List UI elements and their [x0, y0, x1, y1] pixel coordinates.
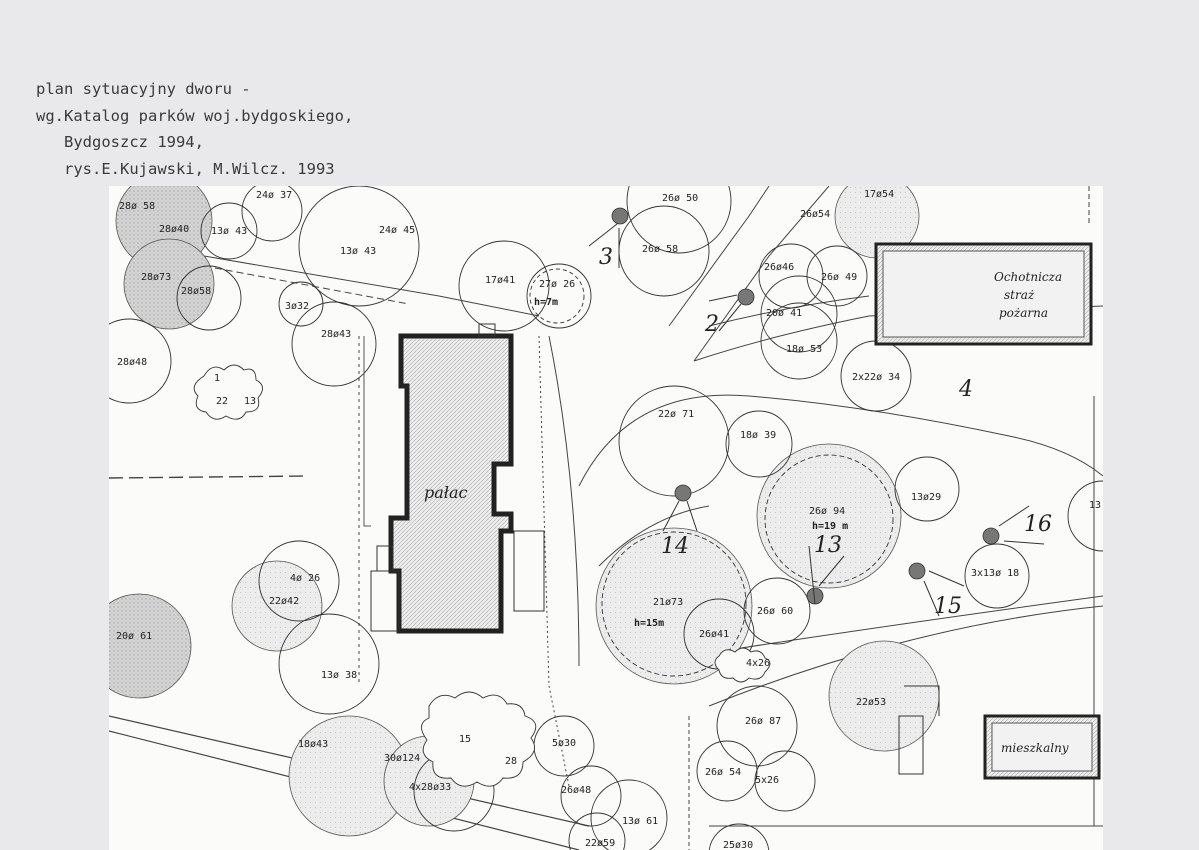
tree-label: 28 [505, 756, 517, 767]
tree-label: 18ø 39 [740, 430, 776, 441]
caption-line: plan sytuacyjny dworu - [36, 80, 251, 98]
tree-label: 13ø 43 [340, 246, 376, 257]
fire-station-label-2: straż [1004, 288, 1035, 302]
tree-label: 13 [1089, 500, 1101, 511]
marker-14: 14 [661, 534, 689, 559]
tree-label: 22ø59 [585, 838, 615, 849]
tree-label: 13ø 43 [211, 226, 247, 237]
marker-13: 13 [814, 533, 842, 558]
tree-label: 22ø53 [856, 697, 886, 708]
tree-label: 27ø 26 [539, 279, 575, 290]
tree-label: 22ø42 [269, 596, 299, 607]
tree-label: 3ø32 [285, 301, 309, 312]
tree-label: 4x28ø33 [409, 782, 451, 793]
fire-station-label-3: pożarna [999, 306, 1048, 320]
tree-label: 18ø43 [298, 739, 328, 750]
residential-label: mieszkalny [1001, 741, 1069, 755]
tree-label: 21ø73 [653, 597, 683, 608]
tree-label: 5x26 [755, 775, 779, 786]
tree-label: 17ø54 [864, 189, 894, 200]
tree-label: 26ø 58 [642, 244, 678, 255]
caption-line: rys.E.Kujawski, M.Wilcz. 1993 [36, 159, 335, 178]
tree-label: 28ø73 [141, 272, 171, 283]
tree-label: 28ø40 [159, 224, 189, 235]
map-caption: plan sytuacyjny dworu - wg.Katalog parkó… [36, 76, 353, 182]
shrubs [193, 364, 771, 787]
tree-label: 26ø 94 [809, 506, 845, 517]
tree-label: 20ø 61 [116, 631, 152, 642]
caption-line: Bydgoszcz 1994, [36, 133, 204, 151]
tree-label: 25ø30 [723, 840, 753, 850]
marked-trees [611, 207, 1000, 605]
site-plan-sheet: pałac Ochotnicza straż pożarna mieszkaln… [109, 186, 1103, 850]
tree-label: 18ø 53 [786, 344, 822, 355]
tree-label: 28ø58 [181, 286, 211, 297]
fire-station-label-1: Ochotnicza [994, 270, 1062, 284]
tree-label: 13 [244, 396, 256, 407]
tree-label: 26ø54 [800, 209, 830, 220]
tree-label: h=15m [634, 618, 664, 629]
caption-line: wg.Katalog parków woj.bydgoskiego, [36, 106, 354, 125]
tree-label: 26ø 50 [662, 193, 698, 204]
marker-15: 15 [934, 594, 962, 619]
tree-label: 26ø 87 [745, 716, 781, 727]
tree-label: 26ø 54 [705, 767, 741, 778]
tree-crowns-shaded [109, 186, 940, 837]
tree-label: 22ø 71 [658, 409, 694, 420]
tree-label: 4x26 [746, 658, 770, 669]
tree-label: 3x13ø 18 [971, 568, 1019, 579]
tree-labels: 28ø 58 28ø40 13ø 43 24ø 37 24ø 45 13ø 43… [116, 189, 1101, 850]
tree-label: 24ø 37 [256, 190, 292, 201]
tree-label: 26ø41 [699, 629, 729, 640]
tree-label: 28ø48 [117, 357, 147, 368]
marker-leaders [588, 223, 1045, 617]
tree-label: 15 [459, 734, 471, 745]
palace-label: pałac [424, 483, 468, 502]
marker-3: 3 [599, 245, 613, 270]
palace-building: pałac [363, 323, 545, 634]
tree-label: 13ø 38 [321, 670, 357, 681]
tree-label: 28ø 58 [119, 201, 155, 212]
fire-station-building: Ochotnicza straż pożarna [874, 242, 1093, 346]
tree-label: 30ø124 [384, 753, 420, 764]
marker-2: 2 [704, 312, 719, 337]
tree-label: 13ø29 [911, 492, 941, 503]
tree-label: 22 [216, 396, 228, 407]
tree-label: 20ø 41 [766, 308, 802, 319]
site-plan-drawing: pałac Ochotnicza straż pożarna mieszkaln… [109, 186, 1103, 850]
tree-label: 26ø 49 [821, 272, 857, 283]
tree-label: 5ø30 [552, 738, 576, 749]
tree-label: 1 [214, 373, 220, 384]
tree-label: 13ø 61 [622, 816, 658, 827]
marker-16: 16 [1024, 512, 1052, 537]
tree-label: 17ø41 [485, 275, 515, 286]
tree-label: 26ø46 [764, 262, 794, 273]
residential-building: mieszkalny [898, 685, 1101, 780]
tree-label: h=7m [534, 297, 558, 308]
marker-numbers: 3 2 4 13 14 15 16 [599, 245, 1052, 619]
marker-4: 4 [958, 377, 973, 402]
tree-label: h=19 m [812, 521, 848, 532]
tree-label: 28ø43 [321, 329, 351, 340]
tree-label: 26ø 60 [757, 606, 793, 617]
tree-label: 26ø48 [561, 785, 591, 796]
tree-label: 2x22ø 34 [852, 372, 900, 383]
tree-label: 4ø 26 [290, 573, 320, 584]
tree-label: 24ø 45 [379, 225, 415, 236]
